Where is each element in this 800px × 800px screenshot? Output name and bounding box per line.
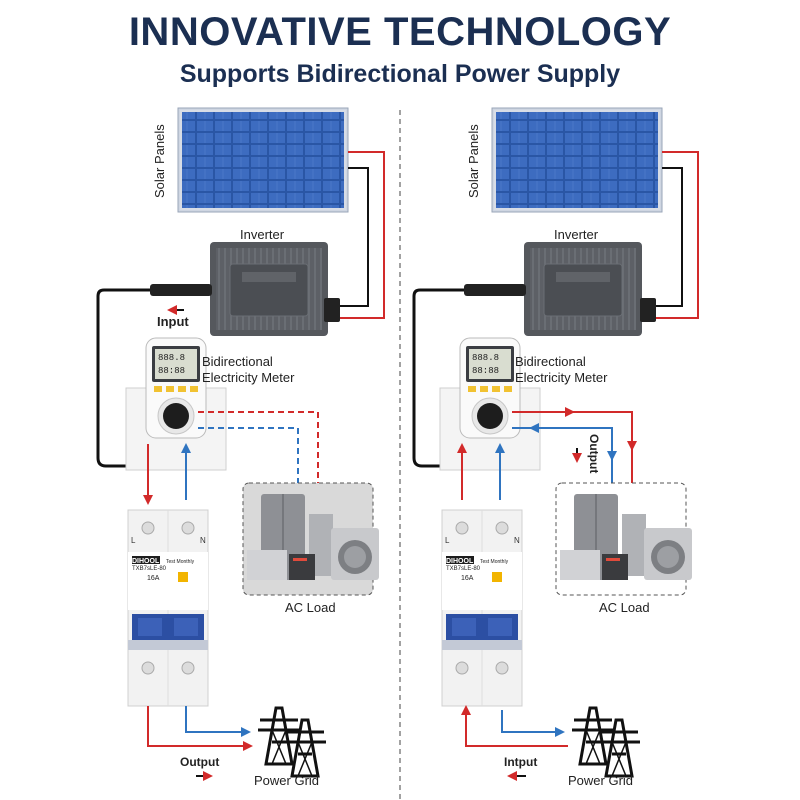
power-tower-icon: [570, 706, 616, 766]
inverter-icon: [209, 241, 329, 337]
grid-live-wire: [461, 705, 568, 747]
grid-flow-label: Output: [180, 755, 219, 769]
power-grid-label: Power Grid: [568, 773, 633, 788]
dc-negative-wire: [644, 167, 683, 307]
meter-label-line2: Electricity Meter: [515, 370, 608, 385]
breaker-rating: 16A: [461, 575, 474, 582]
load-live-wire: [512, 411, 633, 484]
load-flow-label: Output: [587, 434, 601, 473]
terminal-n-label: N: [200, 536, 206, 545]
grid-flow-label: Intput: [504, 755, 537, 769]
solar-panels-label: Solar Panels: [466, 124, 481, 198]
solar-panel-icon: [491, 107, 663, 213]
breaker-model: TXB7sLE-80: [446, 566, 481, 572]
dc-connector-icon: [324, 298, 340, 322]
grid-neutral-wire: [185, 706, 251, 737]
inverter-label: Inverter: [554, 227, 599, 242]
breaker-brand: DIHOOL: [446, 558, 474, 565]
dc-positive-wire: [328, 151, 385, 319]
meter-label-line2: Electricity Meter: [202, 370, 295, 385]
grid-neutral-wire: [501, 710, 565, 737]
breaker-icon: [127, 509, 209, 707]
inverter-icon: [523, 241, 643, 337]
meter-label-line1: Bidirectional: [515, 354, 586, 369]
terminal-l-label: L: [445, 536, 450, 545]
input-label: Input: [157, 314, 189, 329]
ac-connector-icon: [464, 284, 526, 296]
grid-live-wire: [147, 706, 253, 751]
breaker-test-label: Test Monthly: [480, 559, 509, 565]
breaker-rating: 16A: [147, 575, 160, 582]
page-subtitle: Supports Bidirectional Power Supply: [179, 60, 621, 88]
ac-load-label: AC Load: [285, 600, 336, 615]
terminal-n-label: N: [514, 536, 520, 545]
load-neutral-wire-dashed: [198, 427, 299, 484]
inverter-label: Inverter: [240, 227, 285, 242]
breaker-test-label: Test Monthly: [166, 559, 195, 565]
power-grid-label: Power Grid: [254, 773, 319, 788]
ac-connector-icon: [150, 284, 212, 296]
breaker-model: TXB7sLE-80: [132, 566, 167, 572]
breaker-brand: DIHOOL: [132, 558, 160, 565]
power-tower-icon: [256, 706, 302, 766]
ac-load-label: AC Load: [599, 600, 650, 615]
dc-negative-wire: [328, 167, 369, 307]
breaker-icon: [441, 509, 523, 707]
page-title: INNOVATIVE TECHNOLOGY: [128, 10, 672, 54]
load-live-wire-dashed: [198, 411, 319, 484]
dc-connector-icon: [640, 298, 656, 322]
right-panel: Solar Panels Inverter Bidirectional Elec…: [412, 107, 699, 788]
solar-panels-label: Solar Panels: [152, 124, 167, 198]
solar-panel-icon: [177, 107, 349, 213]
left-panel: Solar Panels Inverter Input Bidirectiona…: [96, 107, 385, 788]
dc-positive-wire: [644, 151, 699, 319]
meter-label-line1: Bidirectional: [202, 354, 273, 369]
terminal-l-label: L: [131, 536, 136, 545]
